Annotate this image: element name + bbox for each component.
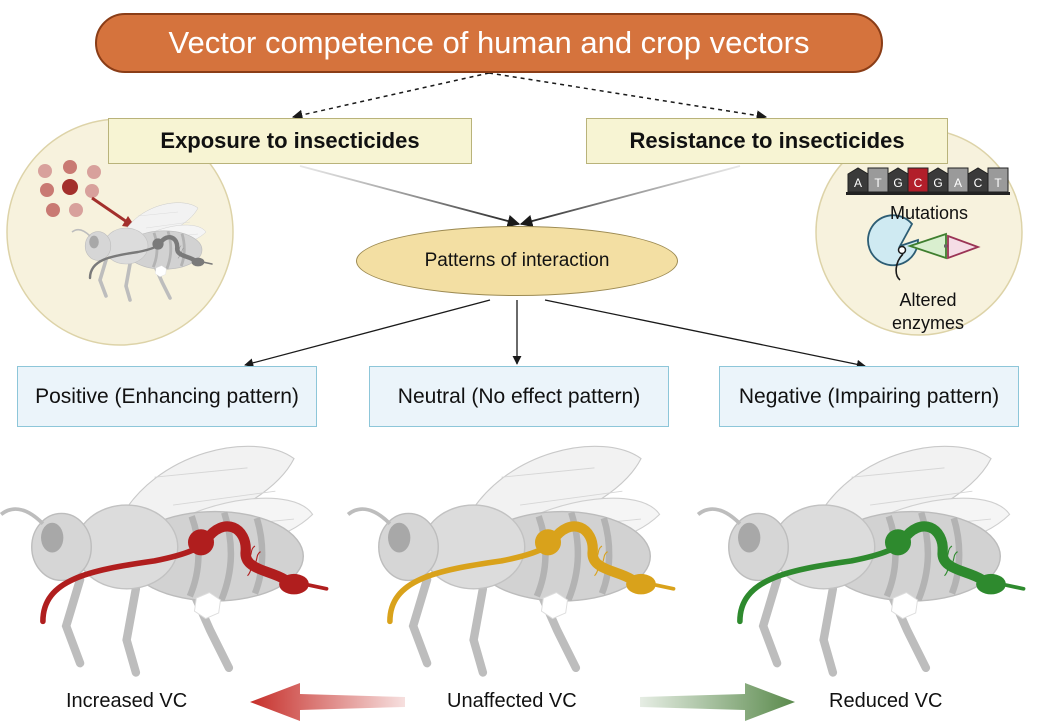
altered-enzymes-label: Altered enzymes xyxy=(891,290,965,333)
negative-pattern-box: Negative (Impairing pattern) xyxy=(719,366,1019,427)
negative-bee-icon xyxy=(698,446,1024,672)
mutations-label: Mutations xyxy=(889,203,969,223)
interaction-to-negative-arrow xyxy=(544,299,866,369)
dna-base-letter: A xyxy=(954,176,962,190)
insecticide-droplets-icon xyxy=(38,160,136,228)
positive-bee-icon xyxy=(1,446,327,672)
dna-base-letter: G xyxy=(933,176,942,190)
dna-base-letter: A xyxy=(854,176,862,190)
dna-backbone xyxy=(846,192,1010,195)
interaction-ellipse: Patterns of interaction xyxy=(356,226,678,296)
altered-enzyme-icon xyxy=(867,214,981,281)
increase-direction-arrow xyxy=(250,683,405,721)
reduce-direction-arrow xyxy=(640,683,795,721)
dna-base-letter: T xyxy=(874,176,882,190)
title-to-resistance-arrow xyxy=(488,72,768,121)
interaction-to-positive-arrow xyxy=(244,299,491,368)
dna-base-letter: C xyxy=(914,176,923,190)
neutral-pattern-box: Neutral (No effect pattern) xyxy=(369,366,669,427)
resistance-to-interaction-arrow xyxy=(519,165,741,228)
dna-base-letter: C xyxy=(974,176,983,190)
dna-base-letter: T xyxy=(994,176,1002,190)
dna-base-letter: G xyxy=(893,176,902,190)
resistance-box: Resistance to insecticides xyxy=(586,118,948,164)
reduced-vc-label: Reduced VC xyxy=(829,690,943,712)
exposure-box: Exposure to insecticides xyxy=(108,118,472,164)
title-to-exposure-arrow xyxy=(291,72,490,121)
main-title: Vector competence of human and crop vect… xyxy=(95,13,883,73)
exposure-to-interaction-arrow xyxy=(299,165,521,228)
positive-pattern-box: Positive (Enhancing pattern) xyxy=(17,366,317,427)
unaffected-vc-label: Unaffected VC xyxy=(447,690,577,712)
neutral-bee-icon xyxy=(348,446,674,672)
increased-vc-label: Increased VC xyxy=(66,690,188,712)
